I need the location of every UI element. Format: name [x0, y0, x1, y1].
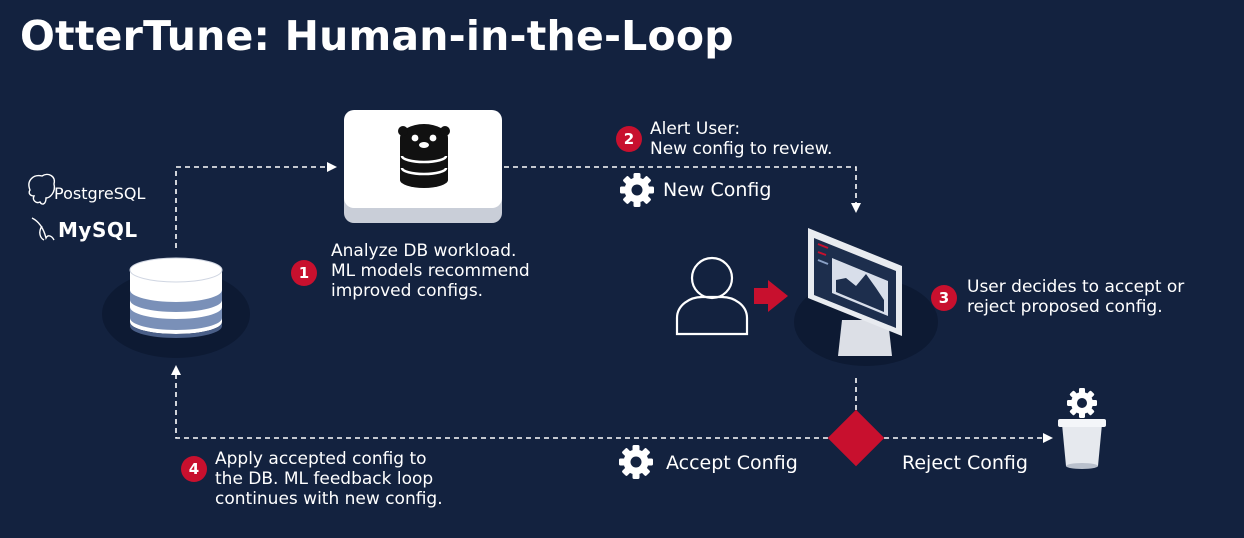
step-2-line: New config to review.	[650, 139, 833, 159]
gear-icon-new-config	[620, 173, 654, 207]
step-2-text: Alert User: New config to review.	[650, 119, 832, 159]
monitor-icon	[794, 228, 938, 366]
step-badge-4: 4	[181, 456, 207, 482]
page-title: OtterTune: Human-in-the-Loop	[20, 12, 734, 60]
flow-db-to-ottertune	[175, 162, 337, 248]
user-icon	[675, 256, 749, 336]
mysql-dolphin-icon	[31, 217, 55, 241]
mysql-logo-text: MySQL	[58, 218, 138, 242]
step-1-line: Analyze DB workload.	[331, 241, 517, 261]
step-badge-2: 2	[616, 126, 642, 152]
otter-db-icon	[398, 124, 450, 188]
postgres-logo-text: PostgreSQL	[54, 184, 146, 203]
gear-icon-accept-config	[619, 445, 653, 479]
reject-config-label: Reject Config	[902, 452, 1028, 474]
trash-icon	[1058, 419, 1106, 469]
step-badge-3: 3	[931, 285, 957, 311]
step-1-text: Analyze DB workload. ML models recommend…	[331, 241, 530, 301]
gear-icon-trash	[1067, 388, 1097, 418]
postgres-elephant-icon	[28, 173, 56, 205]
step-2-line: Alert User:	[650, 119, 741, 139]
new-config-label: New Config	[663, 179, 772, 201]
flow-ottertune-to-monitor	[504, 166, 861, 213]
step-3-line: reject proposed config.	[967, 297, 1163, 317]
accept-config-label: Accept Config	[666, 452, 798, 474]
step-4-line: continues with new config.	[215, 489, 443, 509]
step-badge-1: 1	[291, 260, 317, 286]
step-4-text: Apply accepted config to the DB. ML feed…	[215, 449, 443, 509]
step-1-line: improved configs.	[331, 281, 484, 301]
flow-lines	[171, 162, 1053, 443]
decision-diamond-icon	[827, 409, 885, 467]
step-1-line: ML models recommend	[331, 261, 530, 281]
arrow-right-icon	[754, 280, 788, 312]
step-3-text: User decides to accept or reject propose…	[967, 277, 1184, 317]
step-4-line: Apply accepted config to	[215, 449, 427, 469]
flow-decision-to-db	[171, 365, 828, 439]
step-4-line: the DB. ML feedback loop	[215, 469, 434, 489]
database-icon	[102, 257, 250, 358]
step-3-line: User decides to accept or	[967, 277, 1185, 297]
